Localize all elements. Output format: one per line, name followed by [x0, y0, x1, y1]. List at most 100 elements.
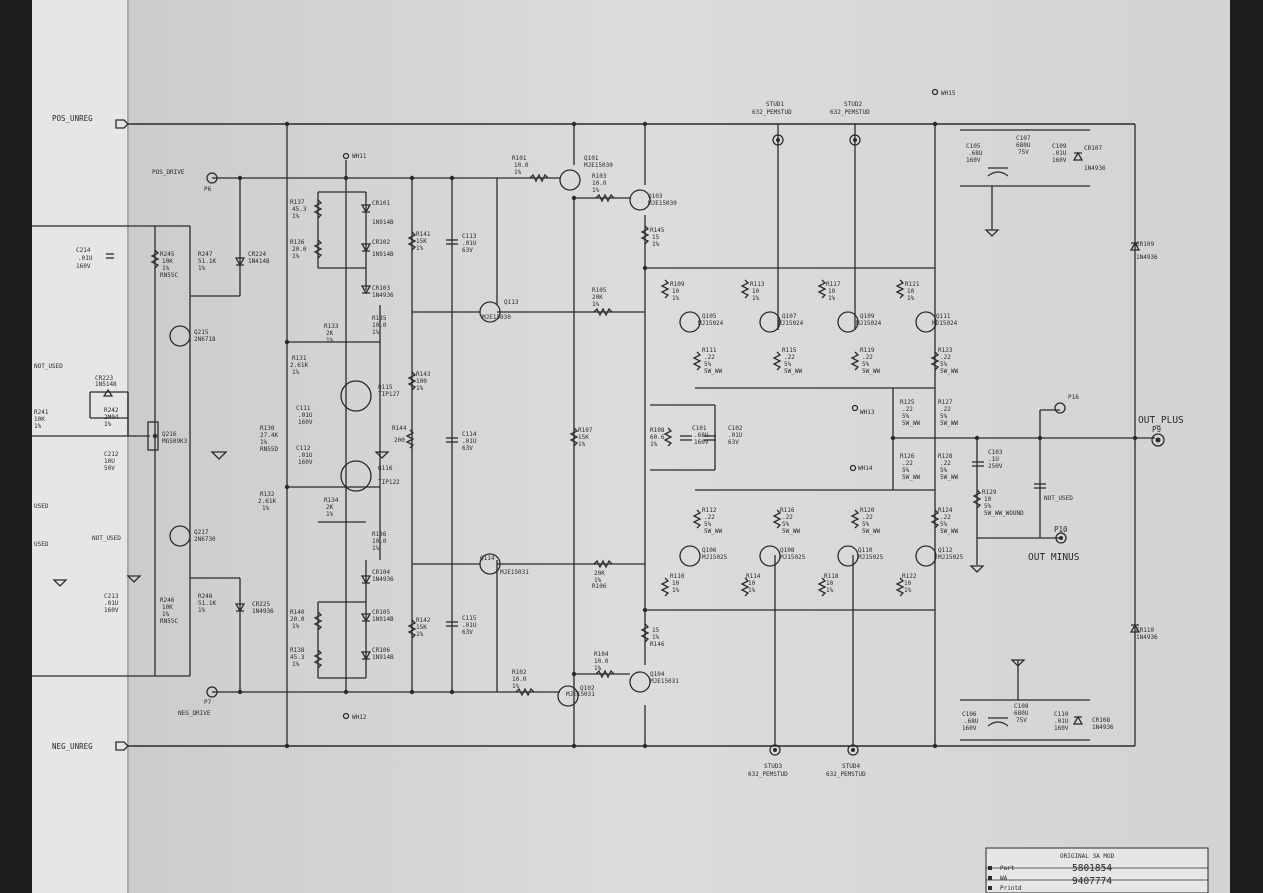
component-label: .22	[940, 406, 951, 413]
component-label: 1%	[292, 369, 300, 376]
bias-network-section: R137 45.3 1% CR101 1N914B R136 20.0 1% C…	[258, 199, 477, 669]
component-label: 100	[416, 378, 427, 385]
component-label: C103	[988, 449, 1003, 456]
component-label: R128	[938, 453, 953, 460]
component-label: 1%	[292, 213, 300, 220]
component-label: 160V	[1052, 157, 1067, 164]
component-label: R115	[782, 347, 797, 354]
p10-label: P10	[1054, 525, 1068, 534]
component-label: 632_PEMSTUD	[826, 771, 866, 778]
component-label: 15	[652, 234, 660, 241]
component-label: 5W_WW	[862, 368, 880, 375]
component-label: CR102	[372, 239, 390, 246]
component-label: C107	[1016, 135, 1031, 142]
component-label: 5W_WW	[784, 368, 802, 375]
wa-number: 9407774	[1072, 876, 1112, 887]
title-block: ORIGINAL 3A MOD Part 5801854 WA 9407774 …	[985, 847, 1209, 893]
component-label: C108	[1014, 703, 1029, 710]
component-label: 632_PEMSTUD	[748, 771, 788, 778]
component-label: 1%	[416, 631, 424, 638]
component-label: 680U	[1014, 710, 1029, 717]
component-label: R114	[746, 573, 761, 580]
component-label: RN55D	[260, 446, 278, 453]
component-label: 1%	[372, 329, 380, 336]
component-label: 1%	[34, 423, 42, 430]
component-label: 2M04	[104, 414, 119, 421]
output-pair-lower-1: R112 .22 5% 5W_WW Q106 MJ15025 R110 10 1…	[660, 507, 728, 597]
component-label: 1%	[652, 634, 660, 641]
component-label: Q104	[650, 671, 665, 678]
component-label: 50V	[104, 465, 115, 472]
output-stage-upper: R109 10 1% Q105 MJ15024 R111 .22 5% 5W_W…	[660, 279, 958, 375]
component-label: C214	[76, 247, 91, 254]
component-label: USED	[34, 503, 49, 510]
component-label: CR225	[252, 601, 270, 608]
component-label: 1%	[104, 421, 112, 428]
wh14-testpoint	[849, 464, 857, 472]
component-label: MJ15024	[698, 320, 724, 327]
component-label: 1%	[594, 577, 602, 584]
component-label: MJ15025	[858, 554, 884, 561]
component-label: Q106	[702, 547, 717, 554]
component-label: .01U	[728, 432, 743, 439]
output-terminals: P16 OUT_PLUS P9 NOT_USED P10 OUT MINUS	[1028, 394, 1184, 563]
component-label: CR107	[1084, 145, 1102, 152]
component-label: R112	[702, 507, 717, 514]
component-label: R135	[372, 315, 387, 322]
ground-icon	[210, 451, 228, 460]
component-label: MJ15025	[938, 554, 964, 561]
component-label: 680U	[1016, 142, 1031, 149]
component-label: R131	[292, 355, 307, 362]
component-label: Q111	[936, 313, 951, 320]
component-label: R248	[198, 593, 213, 600]
component-label: Q110	[858, 547, 873, 554]
component-label: 1N4936	[372, 576, 394, 583]
component-label: 1N4936	[1092, 724, 1114, 731]
component-label: 15K	[416, 238, 427, 245]
component-label: 10K	[162, 258, 173, 265]
component-label: 160V	[962, 725, 977, 732]
component-label: R138	[290, 647, 305, 654]
component-label: .22	[784, 354, 795, 361]
component-label: .22	[902, 460, 913, 467]
wh13-label: WH13	[860, 409, 875, 416]
component-label: .22	[704, 514, 715, 521]
component-label: 51.1K	[198, 600, 216, 607]
component-label: R108	[650, 427, 665, 434]
component-label: 5%	[782, 521, 790, 528]
component-label: Q107	[782, 313, 797, 320]
component-label: R246	[160, 597, 175, 604]
component-label: 1%	[198, 265, 206, 272]
component-label: 1%	[828, 295, 836, 302]
component-label: 1%	[326, 337, 334, 344]
component-label: 1%	[372, 545, 380, 552]
component-label: 5%	[940, 361, 948, 368]
pos-unreg-label: POS_UNREG	[52, 114, 93, 123]
component-label: MJ15024	[778, 320, 804, 327]
component-label: 75V	[1016, 717, 1027, 724]
component-label: .22	[940, 354, 951, 361]
component-label: R117	[826, 281, 841, 288]
component-label: 160V	[694, 439, 709, 446]
component-label: 2K	[326, 330, 334, 337]
component-label: 160V	[104, 607, 119, 614]
component-label: 1%	[672, 587, 680, 594]
component-label: 10K	[34, 416, 45, 423]
component-label: CR110	[1136, 627, 1154, 634]
component-label: .01U	[78, 255, 93, 262]
component-label: 1%	[514, 169, 522, 176]
component-label: C112	[296, 445, 311, 452]
component-label: .1U	[988, 456, 999, 463]
component-label: CR108	[1092, 717, 1110, 724]
component-label: NOT_USED	[92, 535, 121, 542]
component-label: Q108	[780, 547, 795, 554]
component-label: R142	[416, 617, 431, 624]
component-label: 1%	[907, 295, 915, 302]
component-label: R129	[982, 489, 997, 496]
component-label: Part	[1000, 865, 1015, 872]
component-label: R141	[416, 231, 431, 238]
component-label: 1%	[650, 441, 658, 448]
component-label: 10	[826, 580, 834, 587]
neg-unreg-connector	[115, 741, 129, 751]
